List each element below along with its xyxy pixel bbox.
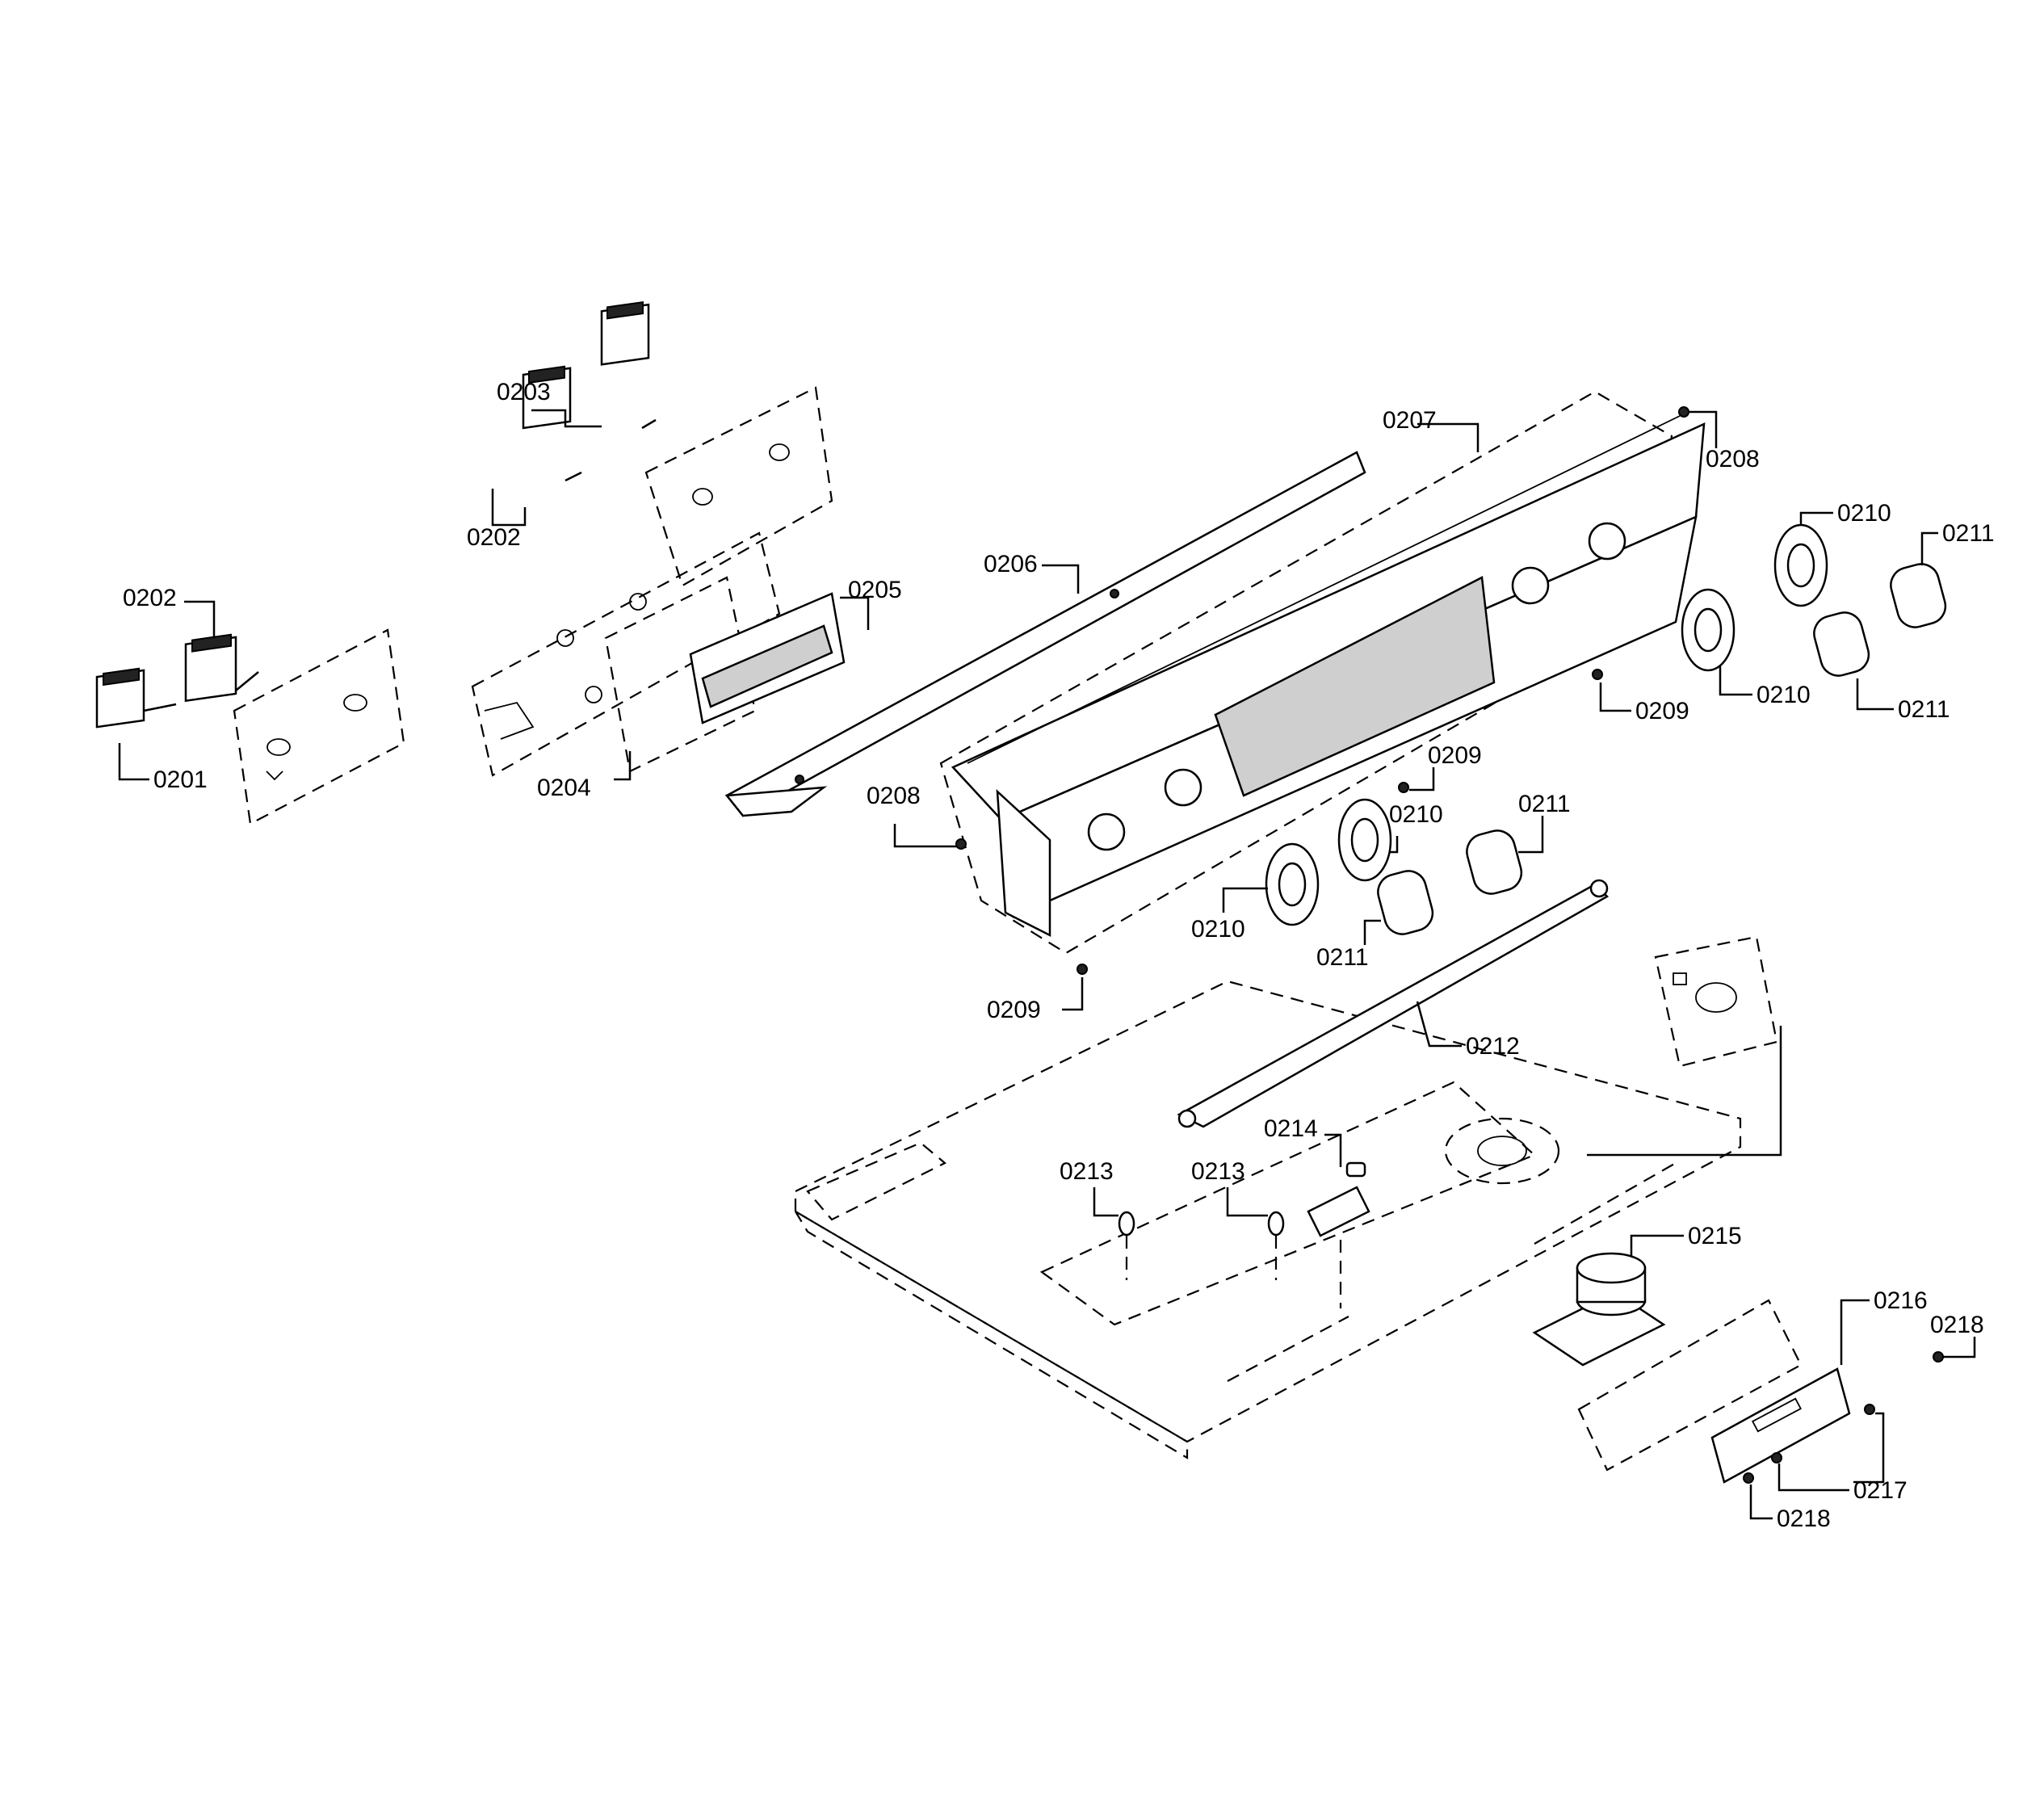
control-panel-0207 <box>939 390 1706 955</box>
label-0216: 0216 <box>1874 1287 1928 1314</box>
thermostat-0214 <box>1307 1161 1370 1308</box>
label-0210-b: 0210 <box>1837 500 1891 527</box>
label-0209-mid: 0209 <box>1428 742 1482 769</box>
label-0202-upper: 0202 <box>467 524 521 551</box>
label-0210-d: 0210 <box>1389 801 1443 828</box>
label-0209-right: 0209 <box>1635 698 1689 724</box>
burner-box-base <box>794 980 1742 1459</box>
callout-0215 <box>1630 1234 1684 1256</box>
callout-0216 <box>1840 1299 1870 1365</box>
infinite-switch-0201 <box>95 667 177 729</box>
label-0201: 0201 <box>153 766 208 793</box>
callout-lines-0207-0208 <box>893 410 1718 848</box>
label-0218-right: 0218 <box>1930 1312 1984 1338</box>
label-0211-c: 0211 <box>1316 944 1369 971</box>
knob-group-0211 <box>1363 531 1947 945</box>
label-0210-c: 0210 <box>1191 916 1245 943</box>
display-board-0205 <box>689 592 846 724</box>
label-0213-a: 0213 <box>1060 1158 1114 1185</box>
gas-valve-0215 <box>1532 1252 1666 1367</box>
switch-bracket-upper <box>644 386 833 587</box>
label-0211-d: 0211 <box>1518 791 1571 817</box>
label-0218-bottom: 0218 <box>1777 1505 1831 1532</box>
label-0207: 0207 <box>1383 407 1437 434</box>
label-0206: 0206 <box>984 551 1038 577</box>
clip-group-0213 <box>1093 1187 1285 1280</box>
bezel-group-0210 <box>1222 511 1833 926</box>
callout-0206 <box>1042 564 1080 594</box>
label-0211-a: 0211 <box>1898 696 1950 723</box>
callout-0214 <box>1324 1133 1342 1167</box>
label-0202-left: 0202 <box>123 585 177 611</box>
support-bracket-0212 <box>1177 879 1610 1128</box>
infinite-switch-0203 <box>600 300 657 430</box>
label-0205: 0205 <box>848 577 902 603</box>
screw-0208-right <box>1678 406 1689 418</box>
switch-bracket-left <box>233 628 405 825</box>
label-0213-b: 0213 <box>1191 1158 1245 1185</box>
label-0217: 0217 <box>1853 1477 1908 1504</box>
mounting-bracket-0216 <box>1577 1299 1851 1484</box>
label-0215: 0215 <box>1688 1223 1742 1249</box>
label-0214: 0214 <box>1264 1115 1318 1142</box>
screw-group-0217-0218 <box>1743 1337 1976 1520</box>
screw-group-0209 <box>1062 669 1631 1011</box>
label-0209-bottom: 0209 <box>987 997 1041 1023</box>
control-bracket-0204 <box>471 531 781 777</box>
callout-lines-left <box>118 600 216 781</box>
label-0203: 0203 <box>497 379 551 405</box>
heat-shield-plate <box>1587 935 1782 1157</box>
trim-bar-0206 <box>724 451 1366 817</box>
callout-lines-upper <box>491 409 870 781</box>
label-0211-b: 0211 <box>1942 520 1995 547</box>
callout-0212 <box>1416 1001 1462 1048</box>
infinite-switch-0202-upper <box>522 365 582 482</box>
screw-0208-left <box>955 838 967 850</box>
label-0204: 0204 <box>537 775 591 801</box>
label-0210-a: 0210 <box>1756 682 1811 708</box>
label-0212: 0212 <box>1466 1033 1520 1060</box>
infinite-switch-0202-left <box>184 633 259 703</box>
label-0208-right: 0208 <box>1706 446 1760 472</box>
label-0208-left: 0208 <box>867 783 921 809</box>
